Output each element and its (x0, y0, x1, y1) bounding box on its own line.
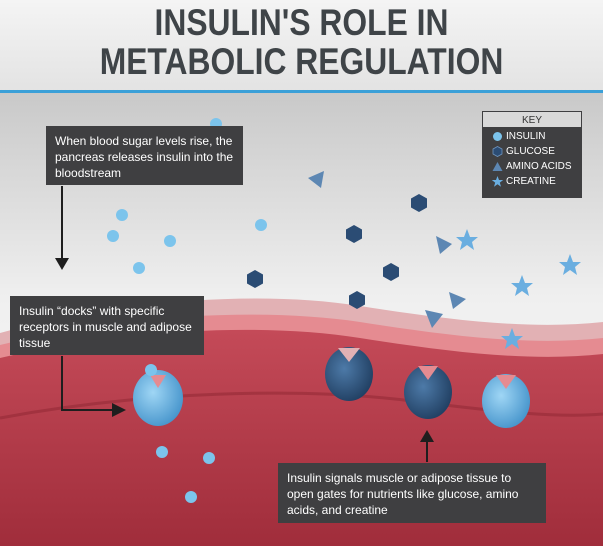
creatine-molecule (501, 328, 523, 349)
legend-label: CREATINE (506, 176, 556, 187)
creatine-molecule (456, 229, 478, 250)
receptor-notch (338, 348, 360, 362)
title-divider (0, 90, 603, 93)
triangle-icon (492, 162, 503, 171)
legend: KEY INSULIN GLUCOSE AMINO ACIDS CREATINE (482, 111, 582, 198)
insulin-molecule (116, 209, 128, 221)
glucose-molecule (383, 263, 399, 281)
legend-item-glucose: GLUCOSE (482, 145, 582, 158)
receptor-open (482, 374, 530, 428)
tissue-fold-line (0, 391, 603, 420)
amino-acid-molecule (449, 292, 466, 309)
circle-icon (493, 132, 502, 141)
amino-acid-molecules (308, 171, 466, 328)
arrow-head (112, 403, 126, 417)
receptor-open-right (482, 374, 530, 428)
arrow-line (61, 356, 112, 411)
legend-item-insulin: INSULIN (482, 130, 582, 143)
legend-label: INSULIN (506, 131, 546, 142)
receptor-notch (496, 375, 516, 389)
amino-acid-molecule (425, 310, 443, 328)
creatine-molecule (511, 275, 533, 296)
insulin-molecule (156, 446, 168, 458)
arrow-step3-to-gate (420, 430, 434, 462)
title-line-1: INSULIN'S ROLE IN (154, 2, 449, 43)
amino-acid-molecule (436, 236, 452, 254)
callout-insulin-docks: Insulin “docks” with specific receptors … (10, 296, 204, 355)
glucose-molecule (247, 270, 263, 288)
insulin-molecule (107, 230, 119, 242)
amino-acid-molecule (308, 171, 324, 188)
receptor-closed-body (325, 347, 373, 401)
insulin-molecule (203, 452, 215, 464)
receptor-closed (325, 347, 373, 401)
receptor-docked (133, 364, 183, 426)
header: INSULIN'S ROLE IN METABOLIC REGULATION (0, 0, 603, 92)
receptor-open (133, 370, 183, 426)
legend-label: AMINO ACIDS (506, 161, 572, 172)
glucose-molecule (411, 194, 427, 212)
arrow-head (420, 430, 434, 442)
glucose-molecule (346, 225, 362, 243)
legend-label: GLUCOSE (506, 146, 555, 157)
hexagon-icon (492, 146, 503, 157)
docked-insulin-molecule (145, 364, 157, 376)
receptor-gate-body (404, 365, 452, 419)
receptor-gate-opening (404, 365, 452, 419)
creatine-molecule (559, 254, 581, 275)
title-line-2: METABOLIC REGULATION (99, 41, 504, 82)
receptor-notch (150, 375, 166, 388)
arrow-head (55, 258, 69, 270)
insulin-molecule (185, 491, 197, 503)
legend-item-amino-acids: AMINO ACIDS (482, 160, 582, 173)
glucose-molecules (247, 194, 427, 309)
legend-item-creatine: CREATINE (482, 175, 582, 188)
insulin-molecules (107, 118, 267, 503)
receptor-notch (418, 366, 438, 380)
legend-title: KEY (482, 111, 582, 128)
creatine-molecules (456, 229, 581, 349)
insulin-molecule (255, 219, 267, 231)
insulin-molecule (164, 235, 176, 247)
callout-pancreas-release: When blood sugar levels rise, the pancre… (46, 126, 243, 185)
arrow-step1-to-step2 (55, 186, 69, 270)
callout-open-gates: Insulin signals muscle or adipose tissue… (278, 463, 546, 523)
star-icon (491, 176, 504, 187)
arrow-step2-to-receptor (61, 356, 126, 417)
insulin-molecule (133, 262, 145, 274)
page-title: INSULIN'S ROLE IN METABOLIC REGULATION (42, 3, 561, 81)
glucose-molecule (349, 291, 365, 309)
